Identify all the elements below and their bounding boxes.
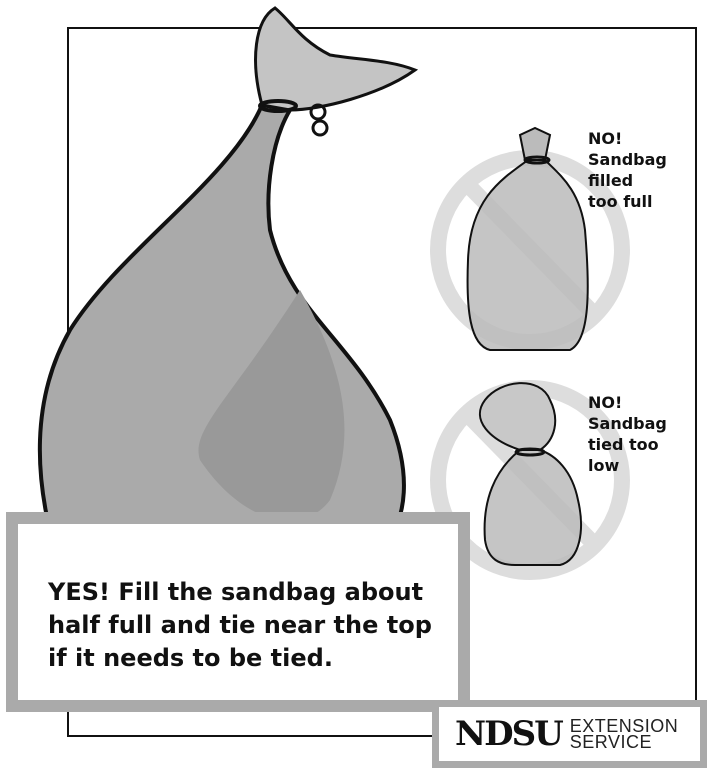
note-line: Sandbag [588,150,667,169]
note-tied-too-low: NO! Sandbag tied too low [588,392,667,476]
ndsu-extension-logo: NDSU EXTENSION SERVICE [432,700,707,768]
note-line: Sandbag [588,414,667,433]
caption-line: YES! Fill the sandbag about [48,578,424,606]
caption-line: if it needs to be tied. [48,644,333,672]
note-line: low [588,456,620,475]
sandbag-too-full [466,126,589,351]
caption-line: half full and tie near the top [48,611,432,639]
note-too-full: NO! Sandbag filled too full [588,128,667,212]
logo-brand: NDSU [455,714,564,754]
sandbag-tied-too-low [479,382,582,566]
note-line: too full [588,192,653,211]
logo-line: EXTENSION [569,716,679,736]
note-line: filled [588,171,634,190]
note-line: NO! [588,129,623,148]
note-line: NO! [588,393,623,412]
note-line: tied too [588,435,659,454]
sandbag-correct [37,6,419,552]
logo-line: SERVICE [569,732,652,752]
main-caption-box: YES! Fill the sandbag about half full an… [6,512,470,712]
